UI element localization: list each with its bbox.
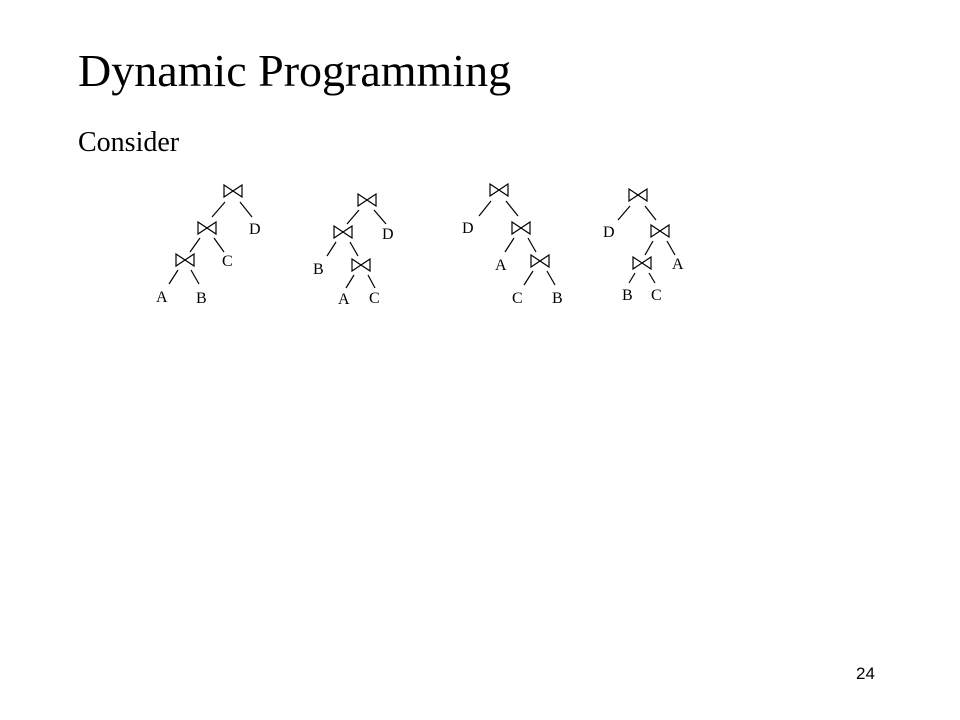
tree-edge: [666, 240, 676, 256]
leaf-label: B: [622, 287, 633, 304]
tree-edge: [505, 200, 519, 217]
leaf-label: C: [369, 290, 380, 307]
bowtie-icon: [357, 192, 377, 208]
leaf-label: B: [313, 261, 324, 278]
join-tree-1: D C A B: [156, 183, 261, 307]
tree-edge: [168, 269, 179, 285]
join-tree-2: D B A C: [313, 192, 394, 308]
join-node: [175, 252, 195, 268]
leaf-label: A: [495, 257, 507, 274]
leaf-label: D: [382, 226, 394, 243]
bowtie-icon: [333, 224, 353, 240]
bowtie-icon: [632, 255, 652, 271]
tree-edge: [527, 237, 537, 253]
leaf-label: D: [249, 221, 261, 238]
bowtie-icon: [489, 182, 509, 198]
tree-edge: [617, 205, 631, 221]
bullet-text: Consider: [78, 127, 180, 158]
tree-edge: [367, 274, 376, 289]
join-node: [632, 255, 652, 271]
join-node: [357, 192, 377, 208]
bowtie-icon: [223, 183, 243, 199]
leaf-label: C: [651, 287, 662, 304]
leaf-label: C: [512, 290, 523, 307]
leaf-label: A: [156, 289, 168, 306]
tree-edge: [239, 201, 253, 218]
bowtie-icon: [511, 220, 531, 236]
join-tree-4: D A B C: [603, 187, 684, 304]
tree-edge: [211, 201, 226, 218]
tree-edge: [644, 240, 654, 256]
leaf-label: A: [338, 291, 350, 308]
tree-edge: [190, 269, 200, 285]
tree-edge: [504, 237, 515, 253]
join-tree-3: D A C B: [462, 182, 563, 307]
join-node: [223, 183, 243, 199]
join-node: [489, 182, 509, 198]
bowtie-icon: [175, 252, 195, 268]
tree-edge: [523, 270, 534, 286]
bowtie-icon: [530, 253, 550, 269]
tree-edge: [326, 241, 337, 257]
tree-edge: [349, 241, 359, 257]
join-node: [628, 187, 648, 203]
tree-edge: [345, 274, 355, 289]
leaf-label: B: [552, 290, 563, 307]
tree-edge: [628, 272, 636, 284]
join-node: [530, 253, 550, 269]
tree-edge: [644, 205, 657, 221]
leaf-label: D: [462, 220, 474, 237]
join-node: [197, 220, 217, 236]
tree-edge: [213, 237, 225, 253]
tree-edge: [478, 200, 492, 217]
join-node: [351, 257, 371, 273]
leaf-label: A: [672, 256, 684, 273]
join-node: [650, 223, 670, 239]
join-node: [511, 220, 531, 236]
slide-title: Dynamic Programming: [78, 45, 512, 96]
tree-edge: [189, 237, 201, 253]
bowtie-icon: [650, 223, 670, 239]
bowtie-icon: [197, 220, 217, 236]
leaf-label: C: [222, 253, 233, 270]
tree-edge: [373, 209, 387, 225]
page-number: 24: [856, 664, 875, 683]
bowtie-icon: [628, 187, 648, 203]
tree-edge: [546, 270, 556, 286]
leaf-label: D: [603, 224, 615, 241]
tree-edge: [346, 209, 360, 225]
join-node: [333, 224, 353, 240]
tree-edge: [648, 272, 656, 284]
leaf-label: B: [196, 290, 207, 307]
bowtie-icon: [351, 257, 371, 273]
